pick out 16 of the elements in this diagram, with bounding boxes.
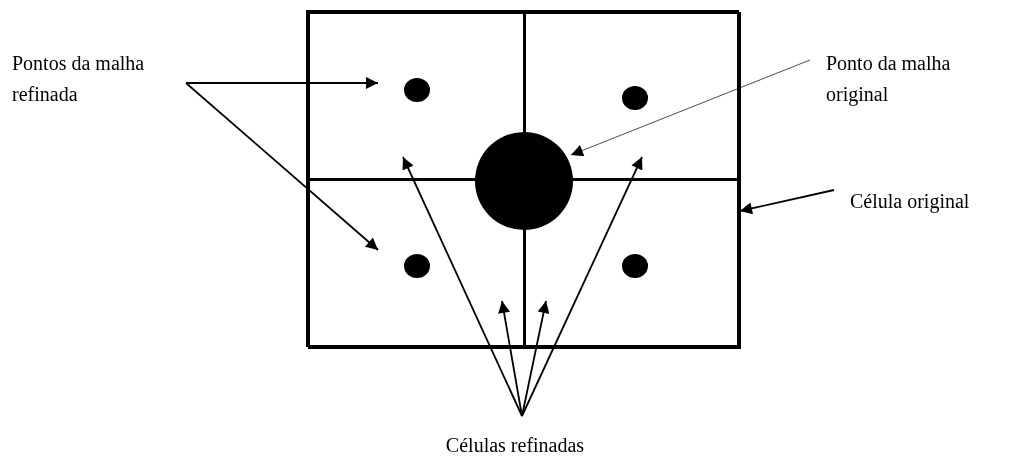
leader-arrow	[521, 156, 643, 417]
refined-grid-point	[404, 78, 430, 102]
refined-grid-point	[622, 86, 648, 110]
original-cell	[306, 10, 739, 347]
leader-arrow	[739, 189, 835, 215]
callout-label: Pontos da malha refinada	[12, 48, 172, 110]
refined-grid-point	[404, 254, 430, 278]
leader-arrow	[498, 300, 523, 417]
refined-grid-point	[622, 254, 648, 278]
callout-label: Célula original	[850, 186, 1015, 217]
callout-label: Células refinadas	[400, 430, 630, 457]
leader-arrow	[185, 82, 379, 251]
callout-label: Ponto da malha original	[826, 48, 1016, 110]
leader-arrow	[521, 300, 550, 417]
leader-arrow	[402, 156, 523, 417]
leader-arrow	[185, 77, 379, 89]
